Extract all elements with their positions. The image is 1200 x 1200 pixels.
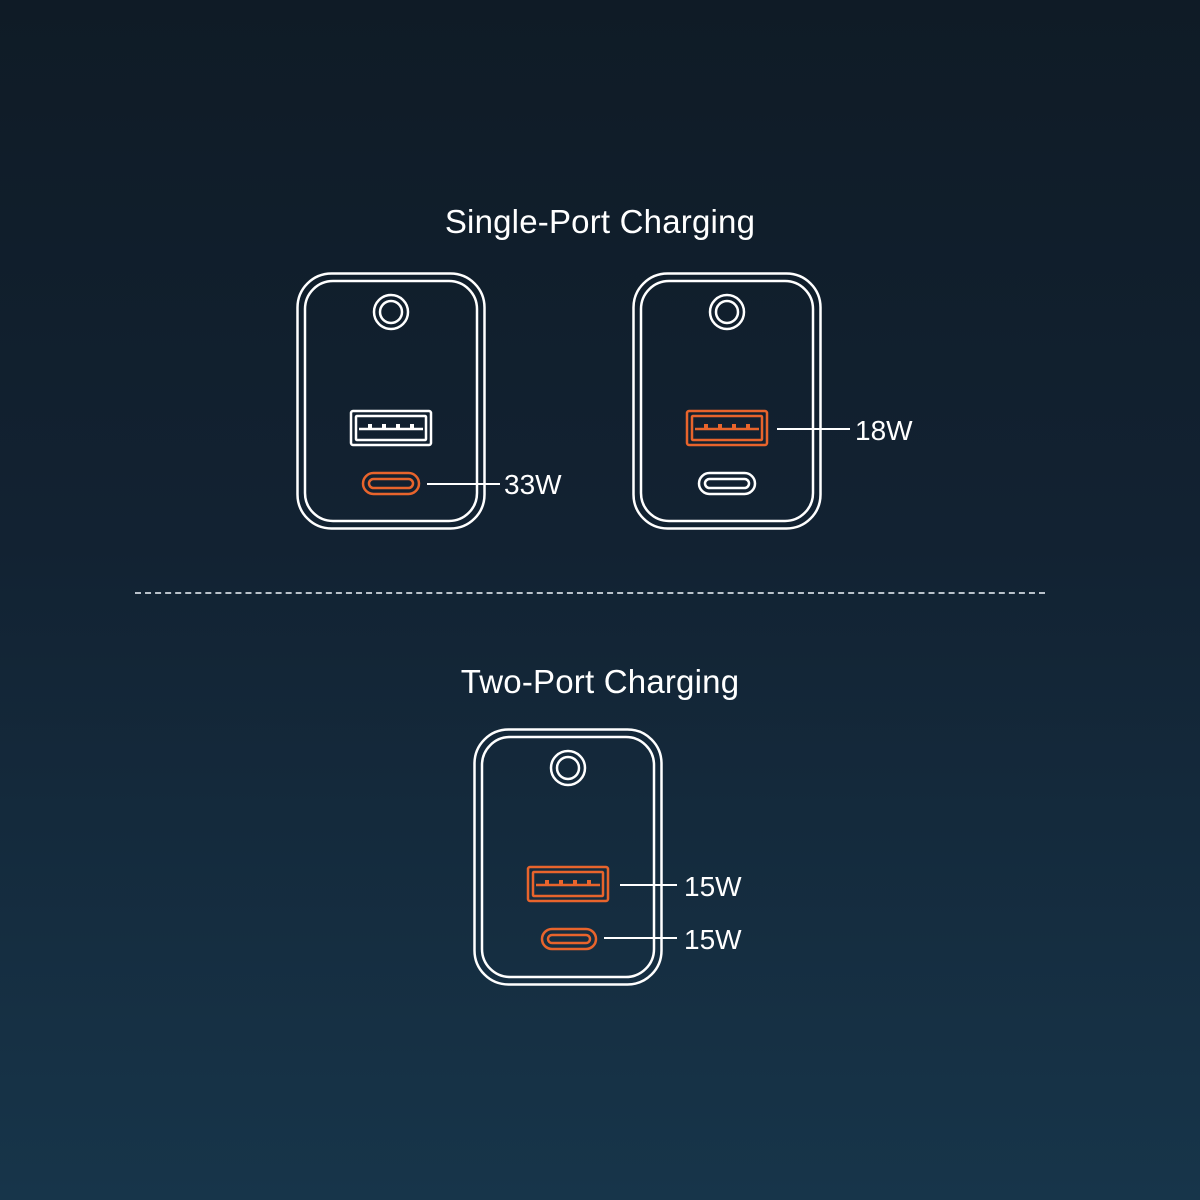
charger-dual (473, 728, 663, 986)
hanging-hole-icon (708, 293, 746, 331)
usb-c-port-icon (697, 471, 757, 496)
usb-a-wattage-label: 15W (684, 871, 742, 902)
hanging-hole-icon (372, 293, 410, 331)
section-title-two-port: Two-Port Charging (460, 663, 740, 700)
usb-a-port-icon (685, 409, 769, 447)
usb-c-port-icon (361, 471, 421, 496)
section-divider (135, 592, 1045, 594)
charger-outline (473, 728, 663, 986)
usb-c-wattage-label: 33W (504, 469, 562, 500)
usb-a-port-icon (349, 409, 433, 447)
callout-line (822, 428, 850, 430)
usb-a-wattage-label: 18W (855, 415, 913, 446)
callout-line (486, 483, 500, 485)
callout-line (663, 884, 677, 886)
charger-single-usbc (296, 272, 486, 530)
charger-single-usba (632, 272, 822, 530)
charger-outline (632, 272, 822, 530)
usb-c-port-icon (540, 927, 598, 951)
hanging-hole-icon (549, 749, 587, 787)
section-title-single-port: Single-Port Charging (444, 203, 756, 240)
usb-c-wattage-label: 15W (684, 924, 742, 955)
usb-a-port-icon (526, 865, 610, 903)
charger-outline (296, 272, 486, 530)
callout-line (663, 937, 677, 939)
